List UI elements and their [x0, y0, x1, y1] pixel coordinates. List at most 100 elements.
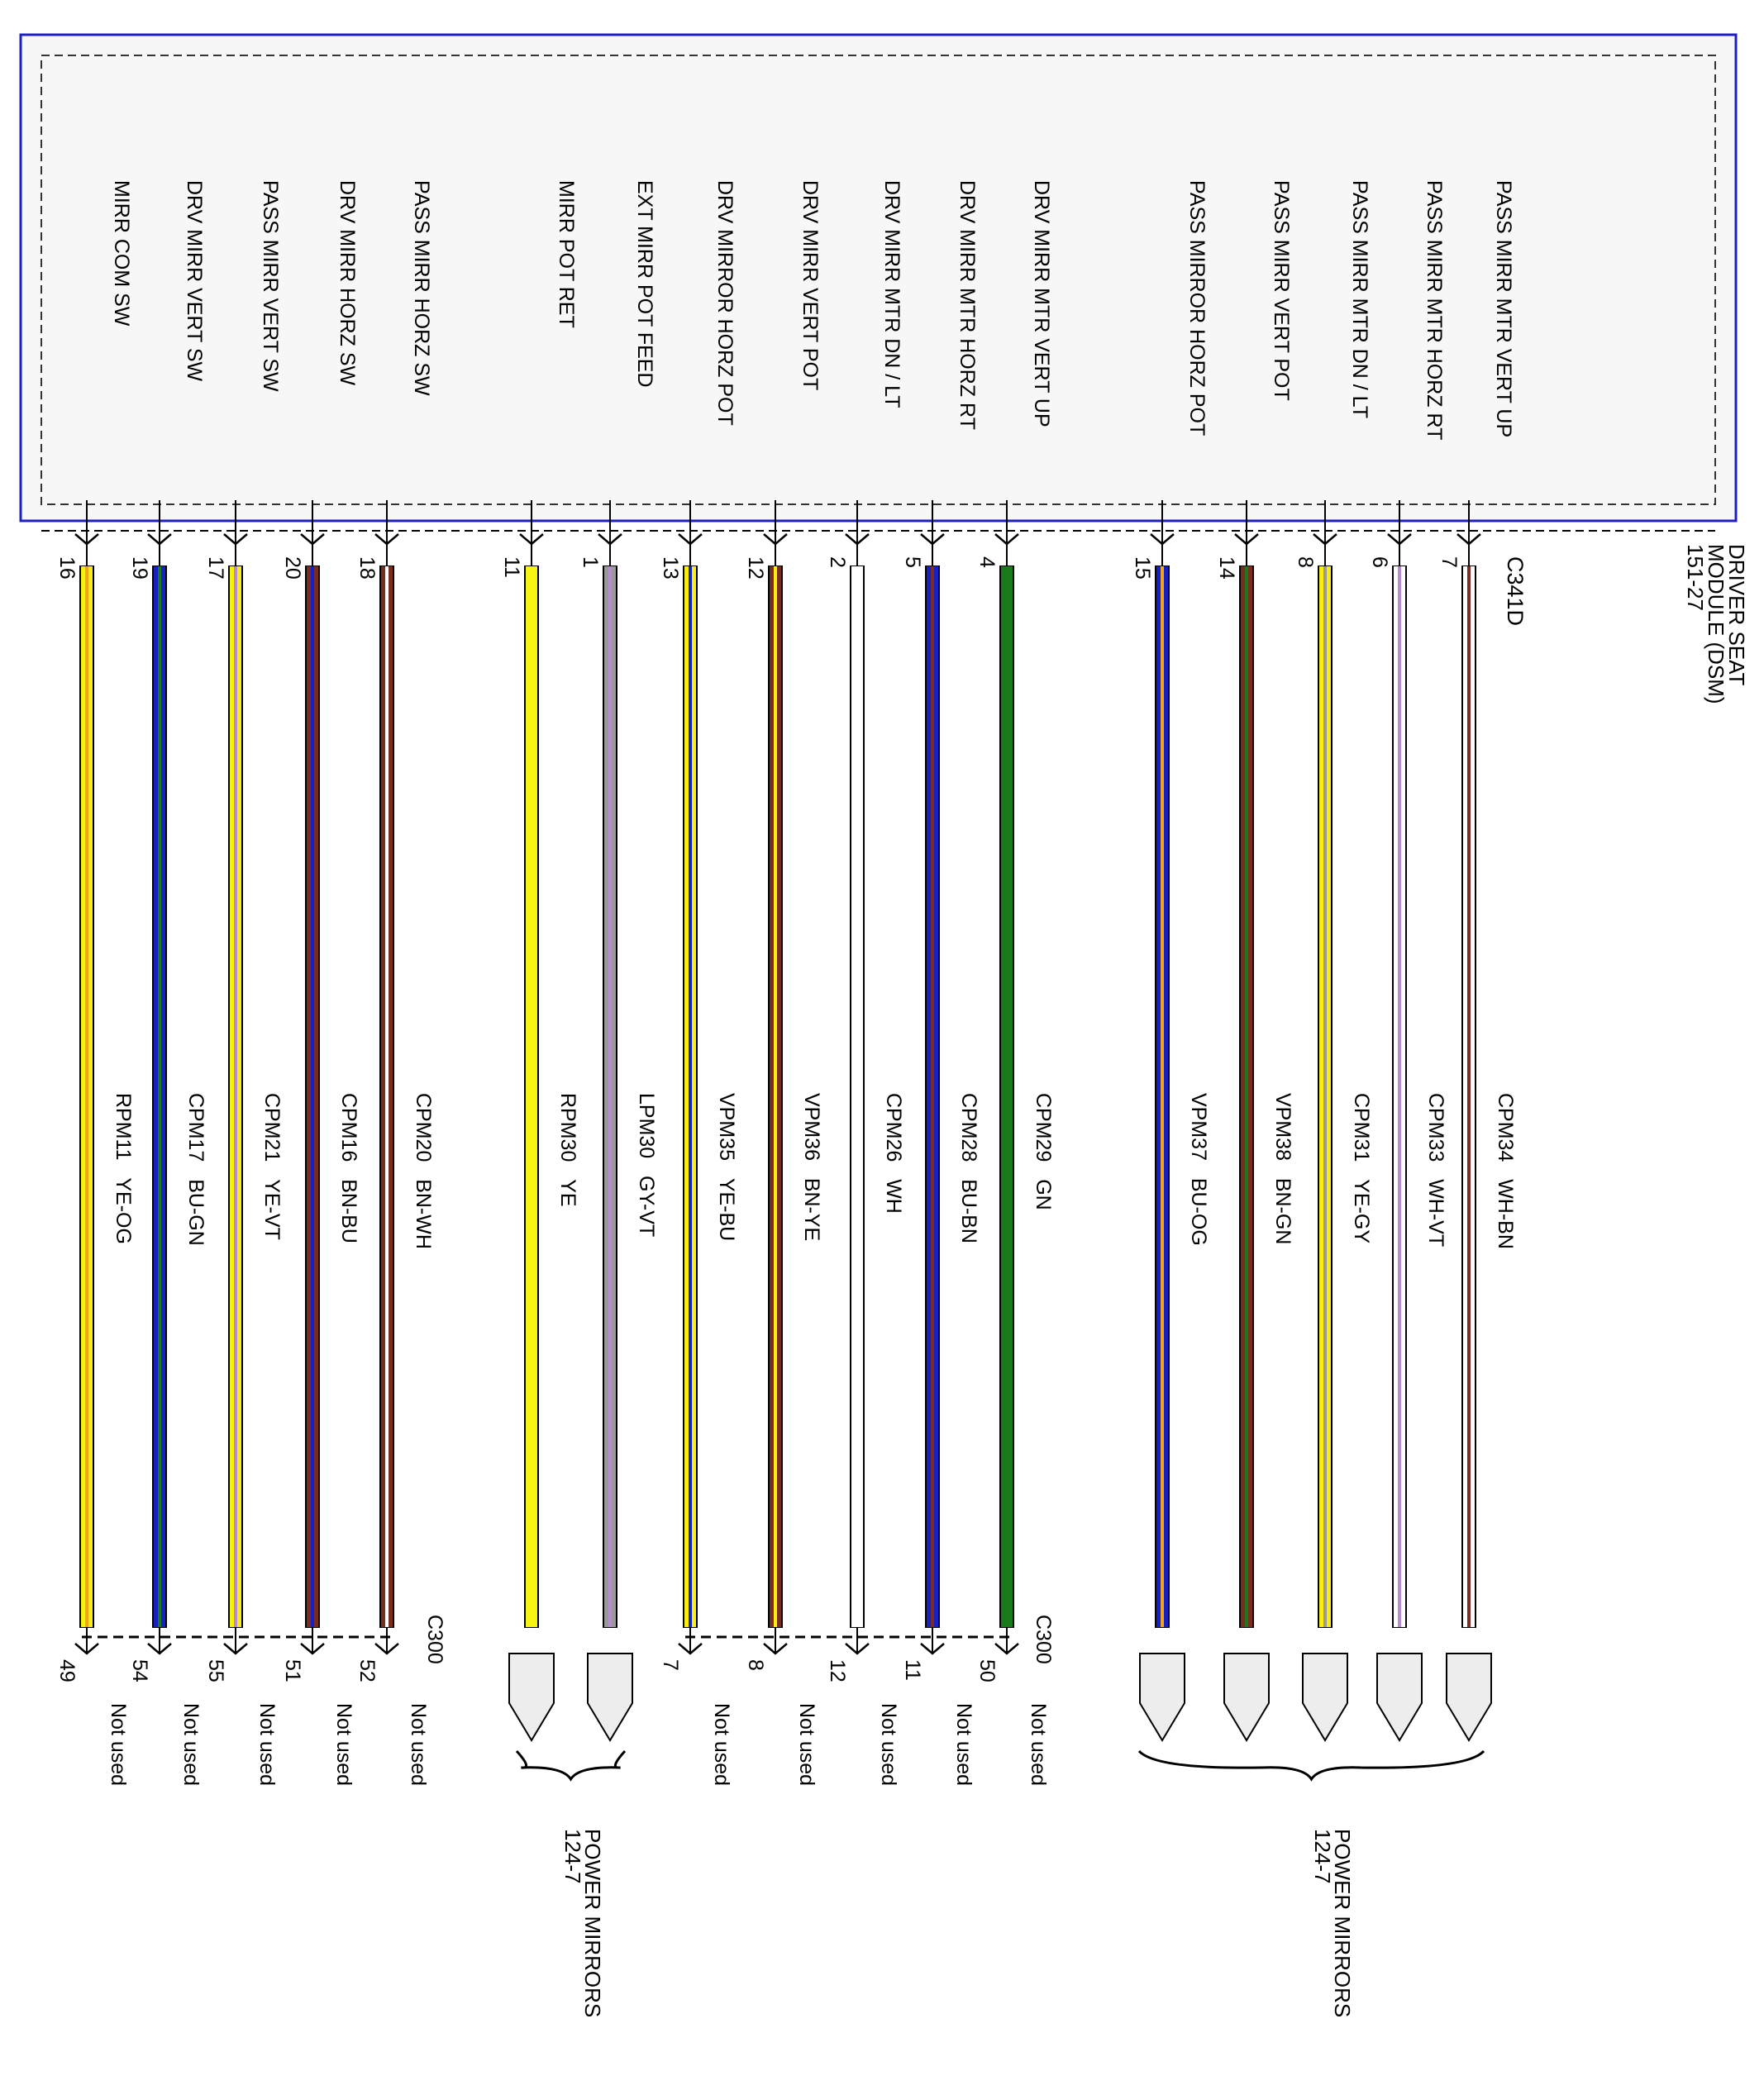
wire-stripe-vpm38 [1245, 566, 1248, 1627]
wire-cpm26 [851, 566, 863, 1627]
signal-label-cpm20: PASS MIRR HORZ SW [410, 180, 433, 396]
pin-arrow-vpm37 [1150, 533, 1175, 546]
destination-label-pm1-line-1: POWER MIRRORS [580, 1829, 605, 2017]
wire-stripe-cpm20 [385, 566, 389, 1627]
not-used-label-cpm21: Not used [255, 1703, 279, 1786]
signal-label-rpm11: MIRR COM SW [110, 180, 133, 327]
circuit-label-cpm29: CPM29 GN [1032, 1093, 1055, 1210]
end-arrow-cpm28 [920, 1643, 945, 1655]
pin-number-cpm28: 5 [901, 556, 924, 568]
destination-label-pm2-line-2: 124-7 [1310, 1829, 1335, 1884]
signal-label-vpm38: PASS MIRR VERT POT [1270, 180, 1293, 401]
end-arrow-cpm26 [845, 1643, 870, 1655]
module-inner-dashed-border [41, 55, 1716, 505]
signal-label-cpm33: PASS MIRR MTR HORZ RT [1423, 180, 1446, 440]
end-pin-number-vpm35: 7 [659, 1659, 682, 1671]
wire-stripe-vpm35 [689, 566, 692, 1627]
circuit-label-cpm20: CPM20 BN-WH [412, 1093, 435, 1249]
pin-arrow-cpm17 [147, 533, 172, 546]
circuit-label-vpm38: VPM38 BN-GN [1271, 1093, 1294, 1244]
pin-number-rpm11: 16 [55, 556, 79, 580]
signal-label-vpm36: DRV MIRR VERT POT [799, 180, 822, 390]
not-used-label-cpm20: Not used [407, 1703, 430, 1786]
destination-label-pm1-line-2: 124-7 [560, 1829, 585, 1884]
pin-arrow-rpm30 [519, 533, 544, 546]
pin-arrow-lpm30 [598, 533, 622, 546]
signal-label-cpm26: DRV MIRR MTR DN / LT [880, 180, 903, 408]
pin-number-cpm33: 6 [1368, 556, 1391, 568]
pin-arrow-cpm16 [300, 533, 325, 546]
end-pin-number-rpm11: 49 [55, 1659, 79, 1682]
not-used-label-cpm26: Not used [877, 1703, 900, 1786]
wire-cpm29 [1001, 566, 1013, 1627]
wire-stripe-cpm31 [1323, 566, 1327, 1627]
c300-label-right: C300 [1032, 1615, 1055, 1664]
pin-arrow-rpm11 [74, 533, 99, 546]
mirror-connector-pin-lpm30 [587, 1653, 633, 1742]
pin-number-cpm17: 19 [128, 556, 151, 580]
signal-label-cpm28: DRV MIRR MTR HORZ RT [956, 180, 979, 430]
signal-label-cpm29: DRV MIRR MTR VERT UP [1030, 180, 1053, 427]
signal-label-vpm35: DRV MIRROR HORZ POT [713, 180, 737, 426]
pin-number-cpm20: 18 [355, 556, 379, 580]
end-arrow-cpm29 [994, 1643, 1019, 1655]
circuit-label-rpm30: RPM30 YE [556, 1093, 579, 1207]
pin-number-vpm38: 14 [1215, 556, 1238, 580]
pin-number-cpm29: 4 [975, 556, 999, 568]
wire-stripe-cpm21 [234, 566, 237, 1627]
not-used-label-cpm29: Not used [1027, 1703, 1050, 1786]
pin-number-cpm21: 17 [204, 556, 227, 580]
pin-number-vpm36: 12 [744, 556, 767, 580]
circuit-label-cpm17: CPM17 BU-GN [184, 1093, 207, 1246]
end-arrow-cpm20 [374, 1643, 399, 1655]
pin-arrow-cpm26 [845, 533, 870, 546]
wire-stripe-cpm28 [931, 566, 934, 1627]
circuit-label-cpm21: CPM21 YE-VT [260, 1093, 284, 1240]
end-arrow-cpm16 [300, 1643, 325, 1655]
pin-number-vpm37: 15 [1131, 556, 1154, 580]
end-pin-number-cpm16: 51 [281, 1659, 304, 1682]
pin-arrow-cpm29 [994, 533, 1019, 546]
end-arrow-cpm17 [147, 1643, 172, 1655]
circuit-label-cpm34: CPM34 WH-BN [1494, 1093, 1517, 1249]
circuit-label-cpm31: CPM31 YE-GY [1350, 1093, 1373, 1243]
mirror-connector-pin-cpm34 [1446, 1653, 1492, 1742]
module-name-line-3: 151-27 [1683, 544, 1708, 611]
wire-stripe-lpm30 [608, 566, 612, 1627]
wire-rpm30 [526, 566, 537, 1627]
pin-number-cpm34: 7 [1437, 556, 1461, 568]
signal-label-cpm16: DRV MIRR HORZ SW [336, 180, 359, 386]
circuit-label-vpm36: VPM36 BN-YE [800, 1093, 823, 1241]
mirror-connector-pin-cpm31 [1302, 1653, 1348, 1742]
signal-label-vpm37: PASS MIRROR HORZ POT [1185, 180, 1209, 436]
not-used-label-vpm36: Not used [795, 1703, 818, 1786]
c300-label-left: C300 [423, 1615, 446, 1664]
pin-arrow-cpm33 [1387, 533, 1412, 546]
signal-label-lpm30: EXT MIRR POT FEED [633, 180, 656, 388]
signal-label-rpm30: MIRR POT RET [555, 180, 578, 328]
circuit-label-rpm11: RPM11 YE-OG [112, 1093, 135, 1244]
end-pin-number-cpm21: 55 [204, 1659, 227, 1682]
wire-stripe-cpm16 [311, 566, 314, 1627]
mirror-connector-pin-vpm37 [1139, 1653, 1185, 1742]
pin-number-vpm35: 13 [659, 556, 682, 580]
circuit-label-cpm26: CPM26 WH [882, 1093, 905, 1214]
mirror-connector-pin-cpm33 [1376, 1653, 1423, 1742]
end-pin-number-cpm20: 52 [355, 1659, 379, 1682]
c341d-label: C341D [1503, 556, 1528, 626]
signal-label-cpm17: DRV MIRR VERT SW [183, 180, 206, 381]
pin-number-cpm16: 20 [281, 556, 304, 580]
wire-stripe-cpm33 [1398, 566, 1401, 1627]
end-pin-number-vpm36: 8 [744, 1659, 767, 1671]
circuit-label-cpm16: CPM16 BN-BU [337, 1093, 360, 1243]
circuit-label-vpm37: VPM37 BU-OG [1187, 1093, 1210, 1246]
signal-label-cpm31: PASS MIRR MTR DN / LT [1348, 180, 1371, 418]
circuit-label-cpm28: CPM28 BU-BN [957, 1093, 980, 1243]
signal-label-cpm21: PASS MIRR VERT SW [259, 180, 282, 392]
mirror-connector-pin-vpm38 [1223, 1653, 1270, 1742]
pin-arrow-cpm21 [223, 533, 248, 546]
power-mirrors-brace-2 [1137, 1749, 1485, 1782]
signal-label-cpm34: PASS MIRR MTR VERT UP [1492, 180, 1515, 437]
